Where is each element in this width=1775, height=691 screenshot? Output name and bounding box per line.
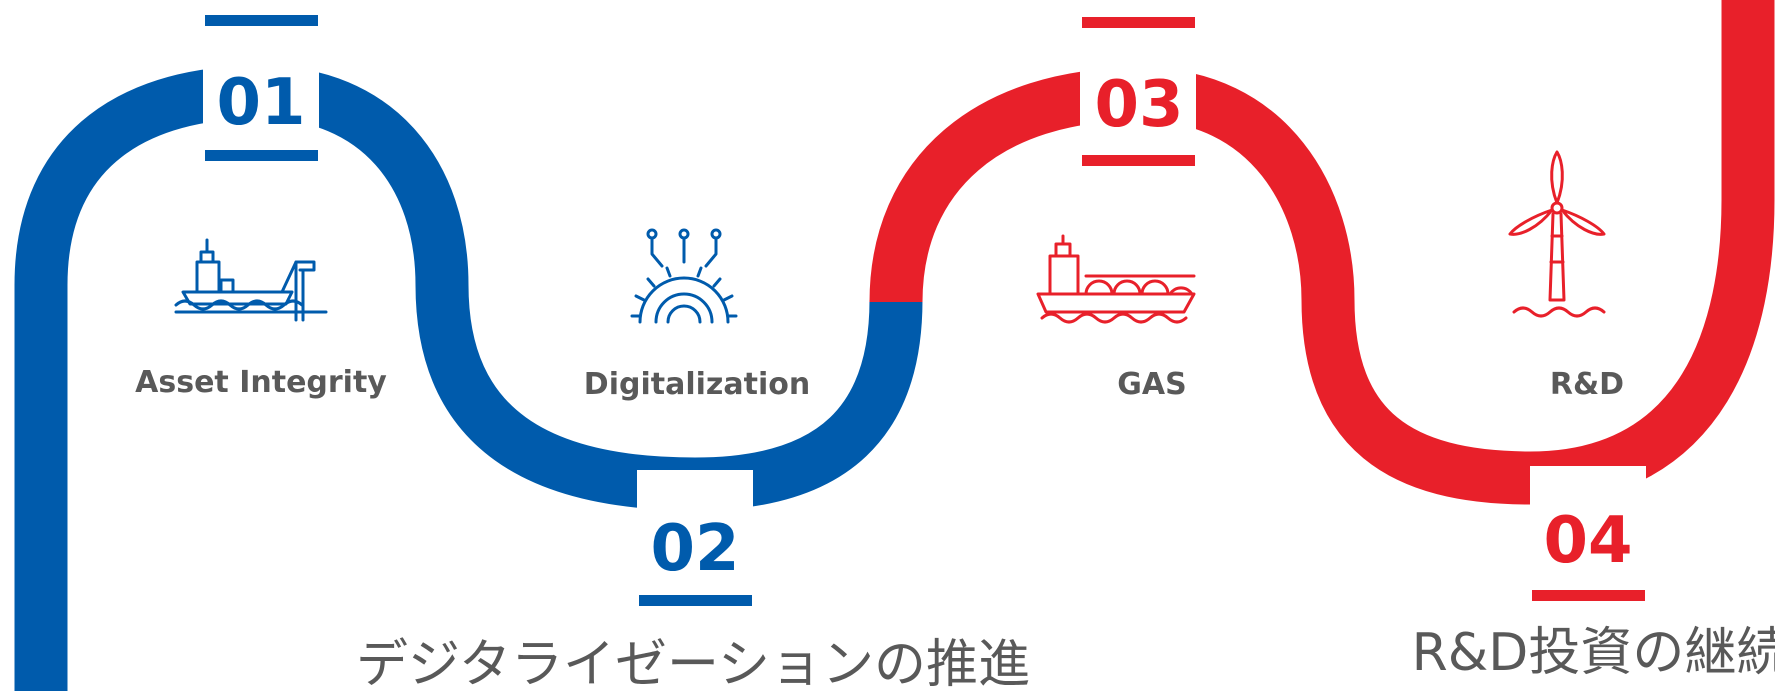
step-03-number: 03 <box>1094 68 1183 142</box>
step-01-number: 01 <box>216 66 305 140</box>
step-04-number: 04 <box>1543 504 1632 578</box>
step-04-bar-top <box>1532 453 1645 464</box>
step-01-bar-top <box>205 15 318 26</box>
roadmap-path-blue <box>14 65 923 691</box>
digital-gear-circuit-icon <box>630 228 738 324</box>
step-04-marker: 04 <box>1530 453 1646 601</box>
fpso-vessel-icon <box>174 238 328 322</box>
step-03-bar-bottom <box>1082 155 1195 166</box>
step-01-bar-bottom <box>205 150 318 161</box>
offshore-wind-turbine-icon <box>1508 150 1606 318</box>
step-04-caption: R&D投資の継続 <box>1412 623 1775 683</box>
step-02-marker: 02 <box>637 459 753 606</box>
step-04-bar-bottom <box>1532 590 1645 601</box>
step-02-label: Digitalization <box>584 367 810 402</box>
step-03-bar-top <box>1082 17 1195 28</box>
lng-carrier-icon <box>1036 234 1196 324</box>
step-02-caption: デジタライゼーションの推進 <box>356 635 1030 691</box>
step-01-label: Asset Integrity <box>135 365 387 400</box>
step-02-number: 02 <box>650 512 739 586</box>
step-03-label: GAS <box>1117 367 1186 402</box>
step-03-marker: 03 <box>1080 17 1196 166</box>
roadmap-path-red <box>869 0 1775 505</box>
step-04-label: R&D <box>1550 367 1624 402</box>
step-02-bar-top <box>639 459 752 470</box>
step-01-marker: 01 <box>203 15 319 161</box>
step-02-bar-bottom <box>639 595 752 606</box>
